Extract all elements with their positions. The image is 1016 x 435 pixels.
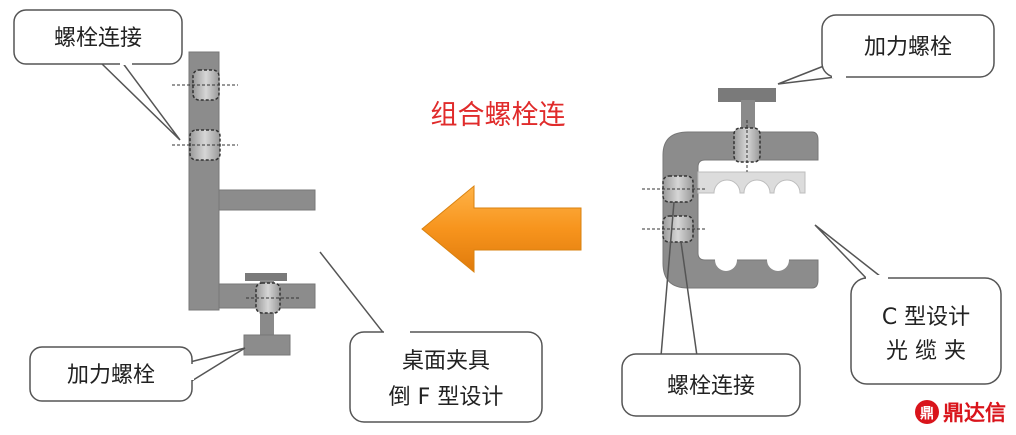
- f-clamp-pressure-pad: [243, 334, 291, 356]
- logo-text: 鼎达信: [943, 401, 1006, 425]
- cable-saddle-upper: [697, 171, 806, 194]
- c-clamp: [642, 88, 819, 289]
- callout-label: 螺栓连接: [54, 26, 142, 51]
- callout-label: 倒 F 型设计: [389, 385, 504, 410]
- callout-label: 加力螺栓: [864, 35, 952, 60]
- left-arrow-icon: [421, 184, 582, 274]
- logo-mark-icon: [915, 400, 939, 424]
- bolt-joint-icon: [642, 175, 706, 203]
- bolt-joint-icon: [172, 129, 238, 161]
- callout-c-design: C 型设计 光 缆 夹: [814, 224, 1002, 385]
- cable-slot: [715, 249, 737, 271]
- callout-force-bolt-right: 加力螺栓: [777, 14, 995, 85]
- bolt-joint-icon: [172, 69, 238, 101]
- callout-f-design: 桌面夹具 倒 F 型设计: [319, 251, 543, 423]
- callout-label: 加力螺栓: [67, 363, 155, 388]
- c-clamp-screw-shaft: [741, 100, 755, 134]
- f-clamp-upper-arm: [218, 189, 316, 211]
- callout-force-bolt-left: 加力螺栓: [29, 346, 246, 402]
- callout-label: C 型设计: [882, 305, 970, 330]
- cable-slot: [767, 249, 789, 271]
- bolt-joint-icon: [246, 282, 300, 314]
- callout-label: 螺栓连接: [667, 374, 755, 399]
- callout-bolt-connection-right: 螺栓连接: [621, 201, 801, 417]
- f-clamp-screw-head: [245, 273, 287, 281]
- bolt-joint-icon: [733, 120, 761, 172]
- diagram-title: 组合螺栓连: [431, 100, 566, 131]
- callout-label: 光 缆 夹: [886, 339, 966, 364]
- brand-logo: 鼎 鼎达信: [915, 400, 1006, 425]
- logo-mark-glyph: 鼎: [920, 405, 934, 422]
- callout-bolt-connection-left: 螺栓连接: [13, 9, 183, 141]
- c-clamp-screw-handle: [718, 88, 776, 102]
- inverted-f-clamp: [172, 51, 316, 356]
- callout-label: 桌面夹具: [402, 349, 490, 374]
- c-clamp-body: [662, 131, 819, 289]
